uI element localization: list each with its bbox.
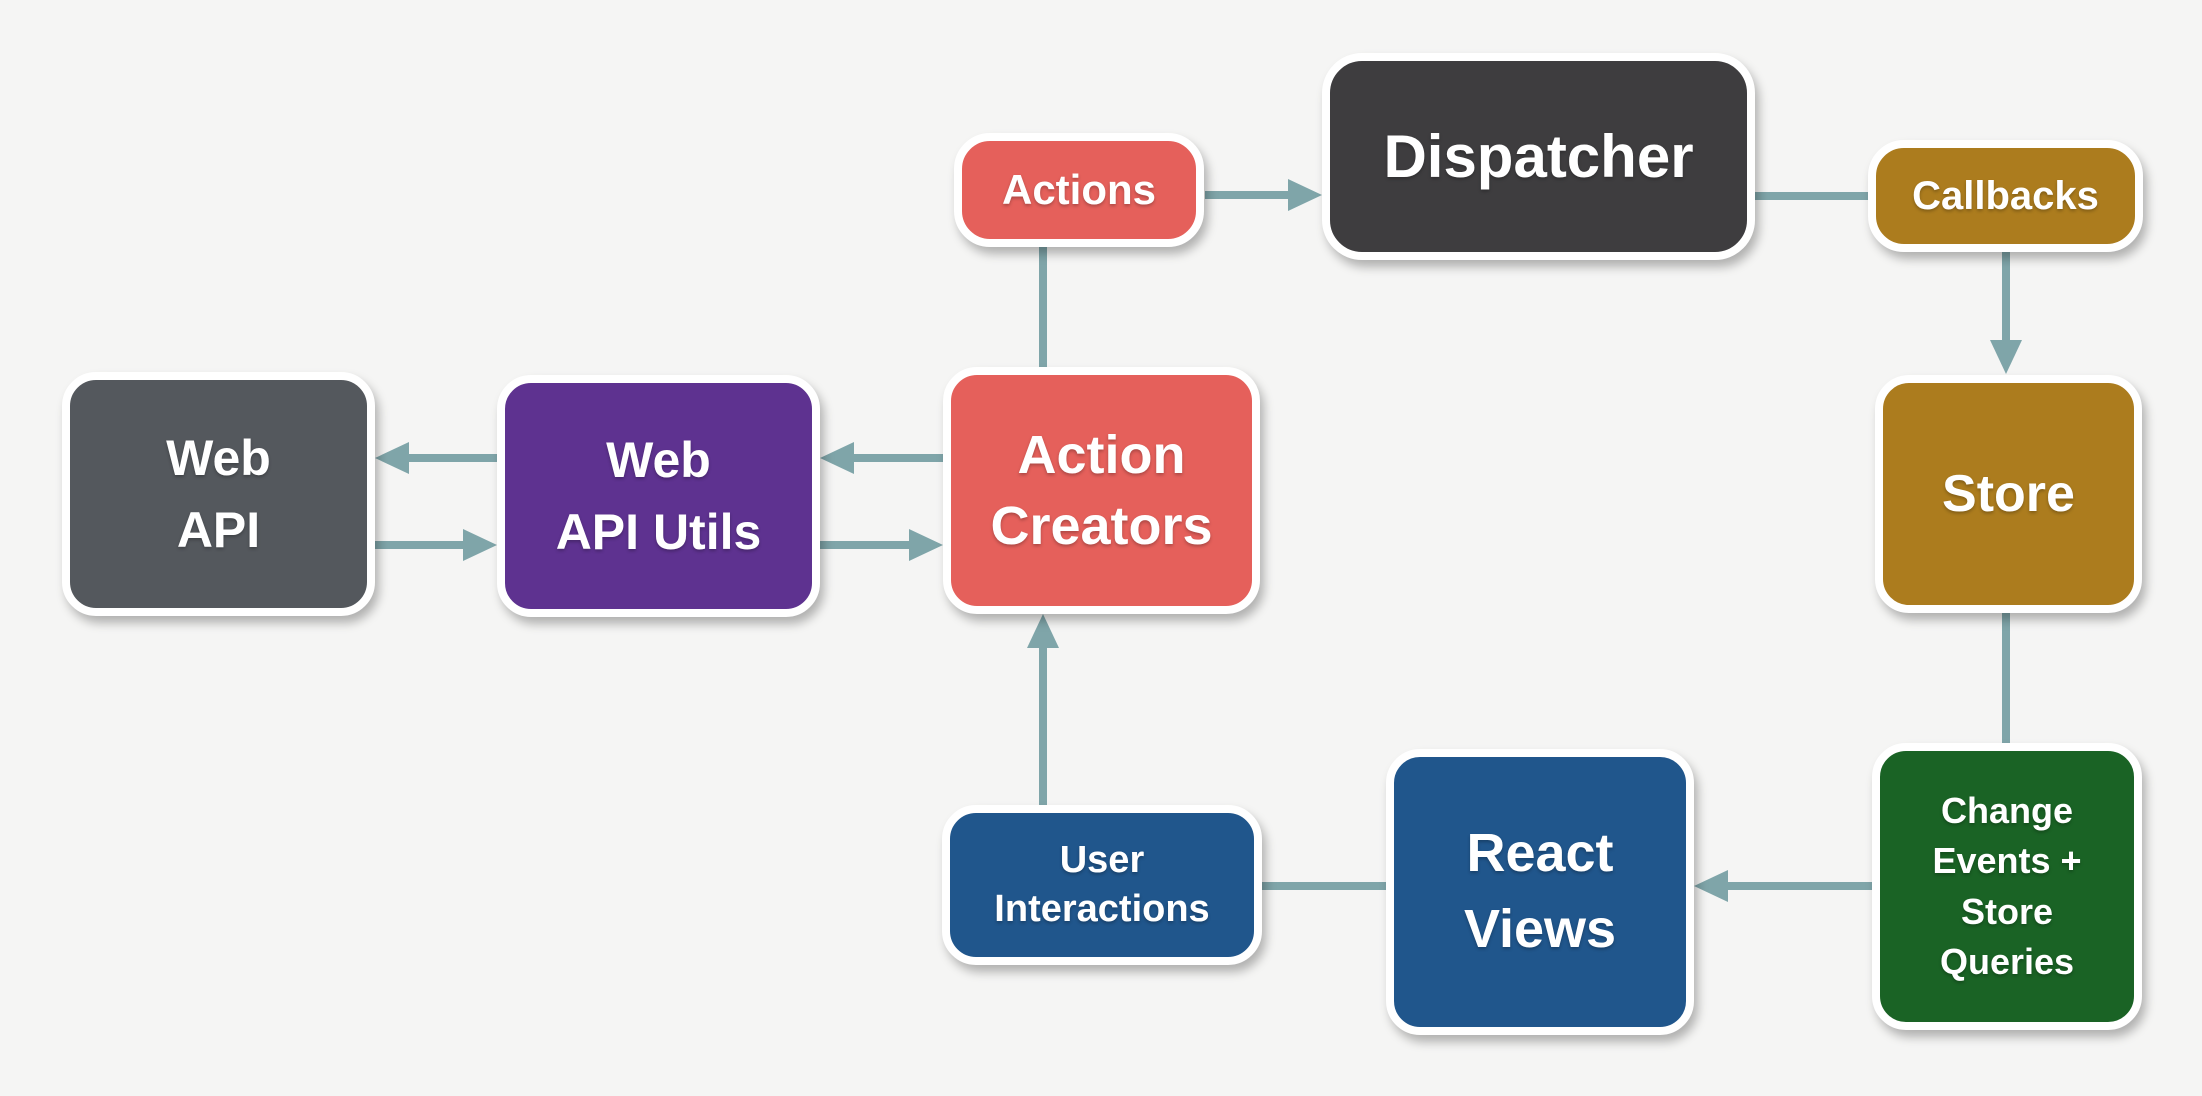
- node-web-api-utils-label: Web API Utils: [555, 431, 762, 561]
- node-react-views: React Views: [1386, 749, 1694, 1035]
- node-dispatcher-label: Dispatcher: [1383, 123, 1694, 190]
- node-action-creators-label: Action Creators: [990, 425, 1213, 556]
- arrowhead-web-api-utils-to-action-creators: [909, 529, 943, 561]
- node-actions-label: Actions: [1001, 166, 1156, 213]
- node-dispatcher: Dispatcher: [1322, 53, 1755, 260]
- arrowhead-web-api-to-web-api-utils: [463, 529, 497, 561]
- edge-web-api-utils-to-web-api: [409, 454, 497, 462]
- edge-callbacks-to-store: [2002, 250, 2010, 342]
- arrowhead-user-interactions-to-action-creators: [1027, 614, 1059, 648]
- node-callbacks: Callbacks: [1868, 140, 2143, 252]
- edge-store-to-change-events: [2002, 610, 2010, 746]
- edge-user-interactions-to-action-creators: [1039, 646, 1047, 808]
- edge-react-views-to-user-interactions: [1260, 882, 1388, 890]
- edge-action-creators-to-actions: [1039, 244, 1047, 370]
- node-user-interactions: User Interactions: [942, 805, 1262, 965]
- node-react-views-label: React Views: [1463, 823, 1617, 959]
- node-change-events-store-queries-label: Change Events + Store Queries: [1932, 789, 2082, 982]
- node-store-label: Store: [1942, 465, 2075, 523]
- edge-action-creators-to-web-api-utils: [854, 454, 943, 462]
- node-web-api-utils: Web API Utils: [497, 375, 820, 617]
- arrowhead-action-creators-to-web-api-utils: [820, 442, 854, 474]
- edge-actions-to-dispatcher: [1205, 191, 1290, 199]
- node-store: Store: [1875, 375, 2142, 613]
- node-web-api-label: Web API: [166, 429, 271, 559]
- arrowhead-actions-to-dispatcher: [1288, 179, 1322, 211]
- node-action-creators: Action Creators: [943, 367, 1260, 614]
- node-actions: Actions: [954, 133, 1204, 247]
- edge-dispatcher-to-callbacks: [1752, 192, 1872, 200]
- edge-web-api-to-web-api-utils: [375, 541, 463, 549]
- node-user-interactions-label: User Interactions: [994, 838, 1210, 930]
- arrowhead-web-api-utils-to-web-api: [375, 442, 409, 474]
- node-change-events-store-queries: Change Events + Store Queries: [1872, 743, 2142, 1030]
- edge-web-api-utils-to-action-creators: [820, 541, 909, 549]
- edge-change-events-to-react-views: [1726, 882, 1874, 890]
- node-web-api: Web API: [62, 372, 375, 616]
- arrowhead-change-events-to-react-views: [1694, 870, 1728, 902]
- arrowhead-callbacks-to-store: [1990, 340, 2022, 374]
- node-callbacks-label: Callbacks: [1912, 173, 2099, 218]
